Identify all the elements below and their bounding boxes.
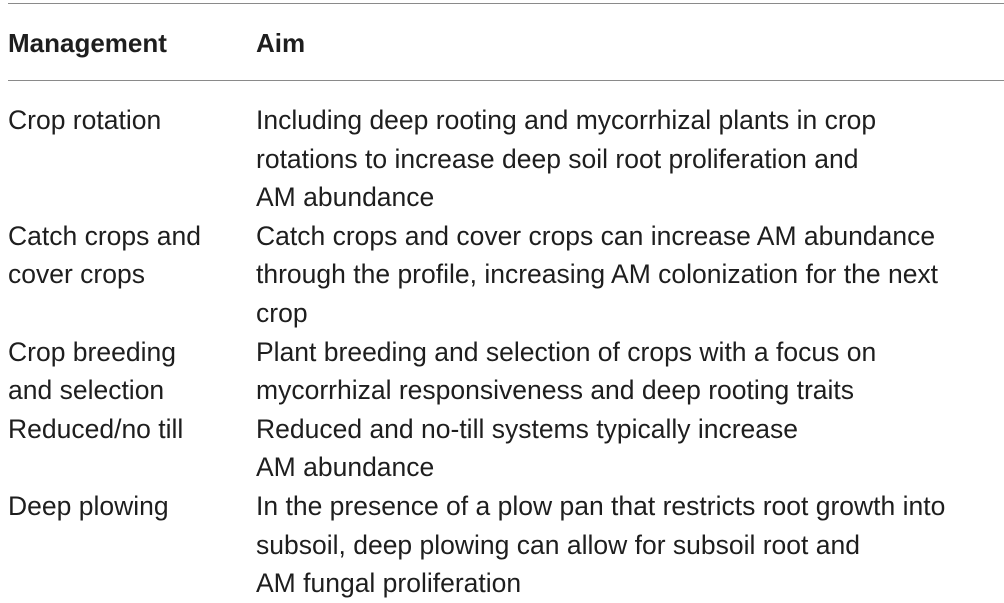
aim-cell: Catch crops and cover crops can increase… — [256, 217, 996, 333]
management-text: and selection — [8, 375, 165, 406]
table-row: Crop breeding and selection Plant breedi… — [0, 333, 1004, 410]
aim-cell: Reduced and no-till systems typically in… — [256, 410, 996, 487]
aim-text: AM abundance — [256, 182, 435, 213]
aim-text: Reduced and no-till systems typically in… — [256, 413, 799, 444]
aim-text: mycorrhizal responsiveness and deep root… — [256, 375, 855, 406]
table-row: Deep plowing In the presence of a plow p… — [0, 487, 1004, 603]
table-body: Crop rotation Including deep rooting and… — [0, 101, 1004, 603]
aim-text: In the presence of a plow pan that restr… — [256, 490, 946, 521]
management-text: Reduced/no till — [8, 413, 184, 444]
aim-cell: Including deep rooting and mycorrhizal p… — [256, 101, 996, 217]
management-text: Catch crops and — [8, 220, 201, 251]
management-cell: Reduced/no till — [8, 410, 248, 449]
table-top-rule — [8, 3, 1004, 4]
aim-text: subsoil, deep plowing can allow for subs… — [256, 529, 860, 560]
management-cell: Catch crops and cover crops — [8, 217, 248, 294]
aim-text: AM fungal proliferation — [256, 568, 522, 599]
management-cell: Crop rotation — [8, 101, 248, 140]
aim-text: Plant breeding and selection of crops wi… — [256, 336, 877, 367]
aim-text: Including deep rooting and mycorrhizal p… — [256, 105, 877, 135]
table-header-rule — [8, 80, 1004, 81]
aim-cell: Plant breeding and selection of crops wi… — [256, 333, 996, 410]
aim-text: Catch crops and cover crops can increase… — [256, 220, 936, 251]
header-aim: Aim — [256, 28, 306, 58]
header-management: Management — [8, 28, 167, 58]
table-header-row: Management Aim — [0, 24, 1004, 64]
management-text: Crop rotation — [8, 105, 162, 135]
management-cell: Crop breeding and selection — [8, 333, 248, 410]
aim-text: rotations to increase deep soil root pro… — [256, 143, 859, 174]
table-row: Crop rotation Including deep rooting and… — [0, 101, 1004, 217]
aim-text: through the profile, increasing AM colon… — [256, 259, 939, 290]
aim-text: AM abundance — [256, 452, 435, 483]
aim-text: crop — [256, 297, 308, 328]
table-row: Catch crops and cover crops Catch crops … — [0, 217, 1004, 333]
management-cell: Deep plowing — [8, 487, 248, 526]
aim-cell: In the presence of a plow pan that restr… — [256, 487, 996, 603]
table-row: Reduced/no till Reduced and no-till syst… — [0, 410, 1004, 487]
management-text: Deep plowing — [8, 490, 169, 521]
management-text: cover crops — [8, 259, 145, 290]
management-text: Crop breeding — [8, 336, 176, 367]
